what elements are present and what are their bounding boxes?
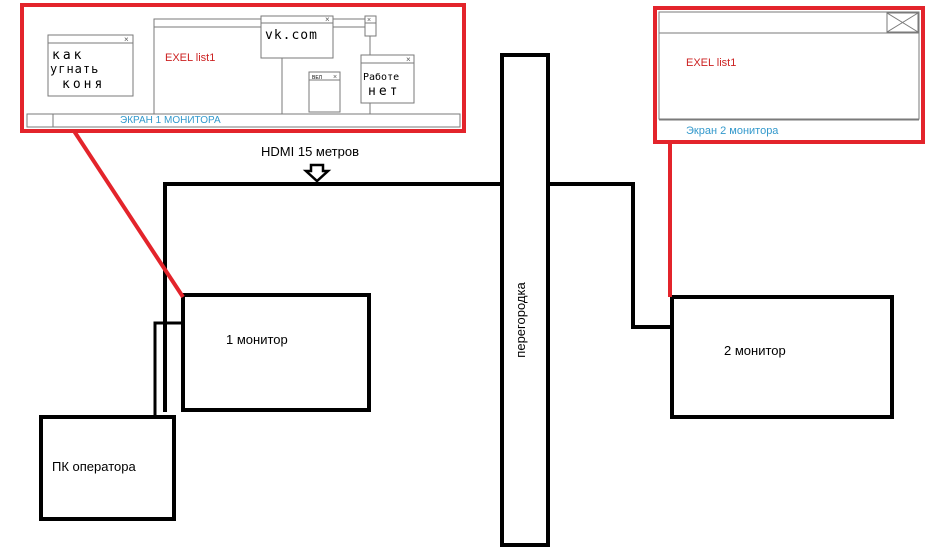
operator-pc [39,415,176,521]
screen-2-mockup: EXEL list1 Экран 2 монитора [653,6,925,144]
screen-2-taskbar-label: Экран 2 монитора [686,125,779,137]
note-line-1: как [52,48,84,63]
screen-1-taskbar [26,113,461,128]
monitor-1-label: 1 монитор [226,332,288,347]
screen-2-window [658,11,920,120]
partition-wall [500,53,550,547]
monitor-2 [670,295,894,419]
monitor-2-label: 2 монитор [724,343,786,358]
hdmi-label: HDMI 15 метров [261,144,359,159]
work-line-2: нет [368,84,400,99]
close-icon: × [325,15,330,24]
small-window-label: ВЕЛ [312,75,322,81]
note-line-2: угнать [50,62,99,76]
vk-window: × vk.com [260,15,334,59]
close-icon: × [367,17,371,24]
vk-label: vk.com [265,28,318,43]
small-window: × ВЕЛ [308,71,341,113]
down-arrow-icon [302,163,332,183]
close-icon [886,12,919,33]
note-window: × как угнать коня [47,34,134,97]
work-window: × Работе нет [360,54,415,104]
close-icon: × [406,55,411,64]
monitor-1 [181,293,371,412]
close-icon: × [124,35,129,44]
screen-2-excel-label: EXEL list1 [686,57,736,69]
excel-window-label: EXEL list1 [165,52,215,64]
screen-1-mockup: ЭКРАН 1 МОНИТОРА EXEL list1 × как угнать… [20,3,466,133]
note-line-3: коня [62,77,105,92]
screen-1-taskbar-label: ЭКРАН 1 МОНИТОРА [120,115,221,126]
pc-to-monitor1-cable [153,321,183,417]
hdmi-cable [163,182,672,412]
screen1-connector [72,129,185,299]
work-line-1: Работе [363,71,399,83]
partition-label: перегородка [513,282,528,358]
operator-pc-label: ПК оператора [52,459,136,474]
close-icon: × [333,74,337,81]
tiny-window: × [364,15,377,37]
